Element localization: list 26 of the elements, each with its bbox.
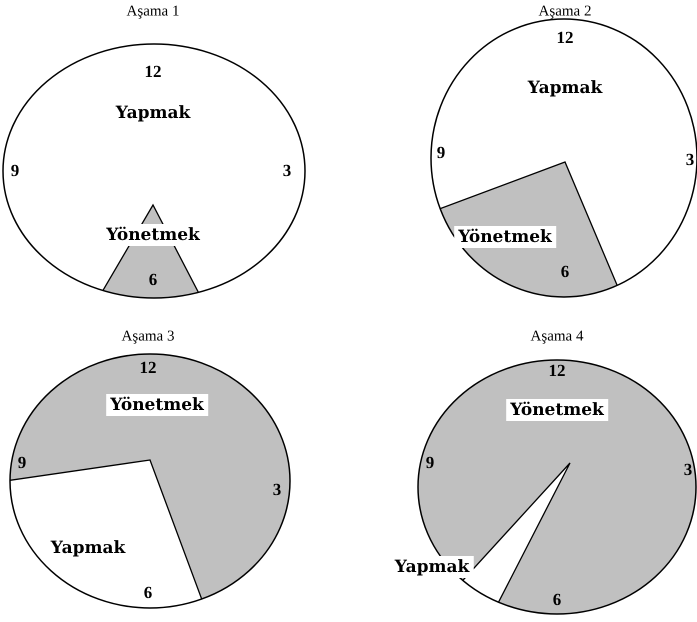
- stage-title: Aşama 3: [122, 328, 174, 346]
- clock-number: 3: [282, 161, 292, 181]
- sector-label: Yönetmek: [106, 394, 208, 416]
- clock-number: 3: [686, 150, 694, 170]
- stage-title: Aşama 2: [538, 4, 592, 20]
- stage-title: Aşama 1: [126, 4, 180, 20]
- sector-label: Yönetmek: [506, 399, 608, 421]
- clock-number: 9: [436, 143, 446, 163]
- clock-number: 6: [560, 262, 570, 282]
- clock-number: 12: [144, 62, 162, 82]
- sector-label: Yönetmek: [454, 226, 556, 248]
- stage-title: Aşama 4: [530, 328, 584, 346]
- clock-number: 6: [552, 590, 562, 610]
- clock-number: 6: [144, 583, 152, 603]
- clock-number: 12: [556, 28, 574, 48]
- clock-number: 12: [548, 361, 566, 381]
- sector-label: Yapmak: [46, 537, 130, 559]
- clock-number: 6: [148, 270, 158, 290]
- clock-number: 12: [140, 358, 156, 378]
- clock-number: 3: [272, 480, 282, 500]
- clock-number: 9: [10, 161, 20, 181]
- sector-label: Yapmak: [524, 77, 606, 99]
- clock-number: 9: [18, 453, 26, 473]
- clock-number: 3: [684, 460, 692, 480]
- sector-label: Yapmak: [112, 102, 194, 124]
- clock-number: 9: [426, 453, 434, 473]
